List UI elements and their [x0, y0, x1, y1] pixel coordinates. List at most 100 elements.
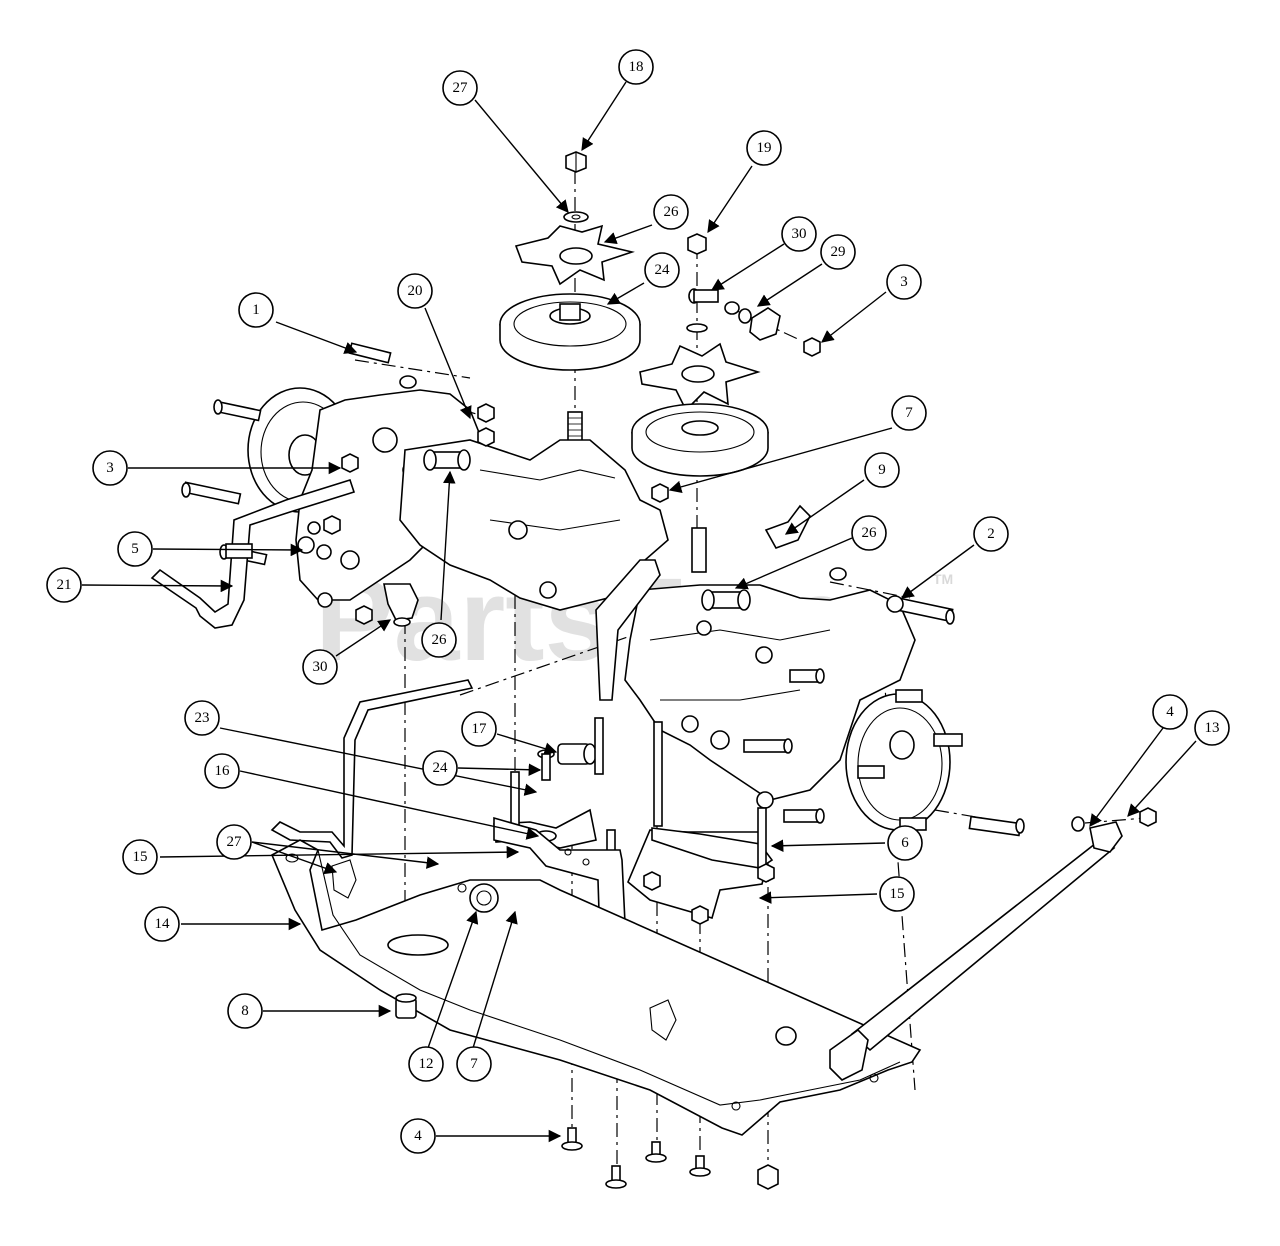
- callout-26-left[interactable]: 26: [421, 622, 457, 658]
- svg-text:21: 21: [57, 577, 72, 593]
- spacer-8: [395, 993, 417, 1019]
- callout-25[interactable]: 27: [442, 70, 478, 106]
- callout-7-top[interactable]: 7: [891, 395, 927, 431]
- svg-text:2: 2: [987, 526, 995, 542]
- callout-12[interactable]: 12: [408, 1046, 444, 1082]
- svg-text:20: 20: [408, 283, 423, 299]
- drive-pulley-lower: [631, 403, 769, 477]
- callout-24[interactable]: 26: [653, 194, 689, 230]
- callout-28[interactable]: 29: [820, 234, 856, 270]
- watermark-trademark: TM: [933, 571, 953, 587]
- svg-text:7: 7: [470, 1056, 478, 1072]
- hex-nut-3-right: [803, 337, 821, 357]
- elbow-fitting-30: [383, 583, 419, 627]
- svg-text:30: 30: [792, 226, 807, 242]
- callout-7-bottom[interactable]: 7: [456, 1046, 492, 1082]
- right-wheel-hub: [845, 689, 963, 831]
- callout-20[interactable]: 21: [46, 567, 82, 603]
- svg-text:12: 12: [419, 1056, 434, 1072]
- callout-9[interactable]: 9: [864, 452, 900, 488]
- right-hub-bolts: [743, 597, 1025, 837]
- bolt-4-bottom: [561, 1127, 583, 1151]
- drag-link-13: [775, 807, 1157, 1081]
- svg-text:5: 5: [131, 541, 139, 557]
- left-transaxle: [150, 342, 669, 629]
- callout-2[interactable]: 2: [973, 516, 1009, 552]
- callout-30[interactable]: 30: [302, 649, 338, 685]
- callout-21[interactable]: 24: [644, 252, 680, 288]
- svg-text:4: 4: [1166, 704, 1174, 720]
- input-pulley-stack: [499, 151, 641, 463]
- callout-18-right[interactable]: 19: [746, 130, 782, 166]
- svg-text:13: 13: [1205, 720, 1220, 736]
- right-transaxle: [595, 483, 1025, 837]
- hex-nut-right: [687, 233, 707, 255]
- pivot-bolt: [688, 288, 719, 304]
- callout-27[interactable]: 27: [216, 824, 252, 860]
- callout-6[interactable]: 6: [887, 825, 923, 861]
- svg-text:15: 15: [890, 886, 905, 902]
- callout-18-top[interactable]: 18: [618, 49, 654, 85]
- callout-23[interactable]: 24: [422, 750, 458, 786]
- bypass-rod-22: [270, 679, 474, 859]
- svg-text:26: 26: [664, 204, 680, 220]
- callout-3-right[interactable]: 3: [886, 264, 922, 300]
- callout-26-right[interactable]: 26: [851, 515, 887, 551]
- shift-lever: [595, 559, 661, 701]
- callout-17[interactable]: 17: [461, 711, 497, 747]
- svg-text:7: 7: [905, 405, 913, 421]
- callout-22[interactable]: 23: [184, 700, 220, 736]
- right-gear-case: [624, 584, 916, 801]
- frame-plate: [270, 839, 922, 1136]
- svg-text:1: 1: [252, 302, 260, 318]
- nut-bottom: [757, 1164, 779, 1190]
- callout-15-right[interactable]: 15: [879, 876, 915, 912]
- callout-13[interactable]: 13: [1194, 710, 1230, 746]
- svg-text:15: 15: [133, 849, 148, 865]
- elbow-fitting-9: [764, 504, 811, 549]
- svg-text:8: 8: [241, 1003, 249, 1019]
- bottom-fasteners: [395, 993, 779, 1190]
- svg-text:27: 27: [227, 834, 243, 850]
- hydraulic-fitting-left: [423, 449, 471, 471]
- svg-text:3: 3: [900, 274, 908, 290]
- svg-text:24: 24: [433, 760, 449, 776]
- right-pulley-stack: [631, 233, 821, 573]
- svg-text:3: 3: [106, 460, 114, 476]
- callout-4-bottom[interactable]: 4: [400, 1118, 436, 1154]
- svg-text:19: 19: [757, 140, 772, 156]
- callout-1[interactable]: 1: [238, 292, 274, 328]
- callout-14[interactable]: 14: [144, 906, 180, 942]
- callout-8[interactable]: 8: [227, 993, 263, 1029]
- svg-text:14: 14: [155, 916, 171, 932]
- leader-lines: [81, 81, 1197, 1143]
- svg-text:24: 24: [655, 262, 671, 278]
- hydraulic-fitting-right: [701, 589, 751, 611]
- callout-15-left[interactable]: 15: [122, 839, 158, 875]
- svg-text:27: 27: [453, 80, 469, 96]
- svg-text:18: 18: [629, 59, 644, 75]
- callout-4-right[interactable]: 4: [1152, 694, 1188, 730]
- callout-balloons: 18 27 26 24 19 30 29 3 1 20 3 7 9 26 2 5…: [46, 49, 1230, 1154]
- hex-nut-top: [565, 151, 587, 173]
- washer-top: [563, 211, 589, 223]
- input-shaft-lower: [691, 527, 707, 573]
- svg-text:26: 26: [862, 525, 878, 541]
- svg-text:4: 4: [414, 1128, 422, 1144]
- callout-3-left[interactable]: 3: [92, 450, 128, 486]
- svg-text:16: 16: [215, 763, 231, 779]
- bolt-bottom-2: [605, 1165, 627, 1189]
- callout-5[interactable]: 5: [117, 531, 153, 567]
- callout-29[interactable]: 30: [781, 216, 817, 252]
- svg-text:9: 9: [878, 462, 886, 478]
- callout-16[interactable]: 16: [204, 753, 240, 789]
- bracket-28: [749, 307, 781, 341]
- control-rod-20: [150, 479, 356, 629]
- svg-text:29: 29: [831, 244, 846, 260]
- drive-pulley-upper: [499, 293, 641, 371]
- svg-text:26: 26: [432, 632, 448, 648]
- svg-text:17: 17: [472, 721, 488, 737]
- svg-text:23: 23: [195, 710, 210, 726]
- callout-19[interactable]: 20: [397, 273, 433, 309]
